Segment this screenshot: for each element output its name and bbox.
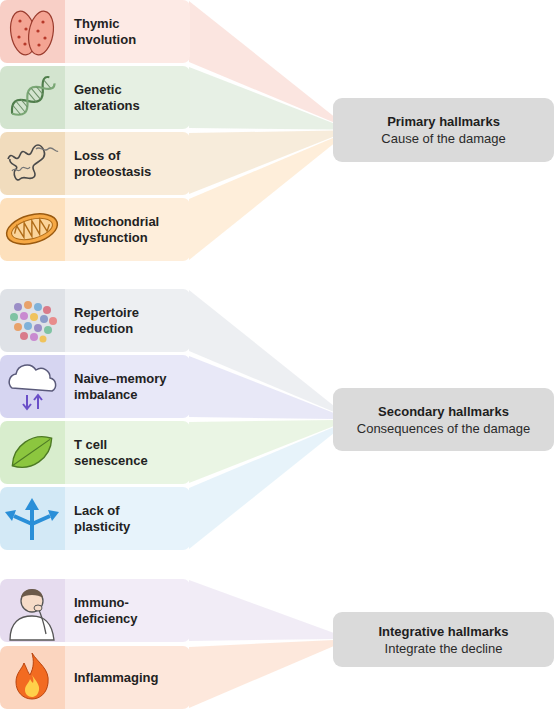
hallmark-box: Inflammaging [0, 646, 190, 709]
category-box: Primary hallmarksCause of the damage [333, 98, 554, 162]
hallmark-box: Repertoire reduction [0, 289, 190, 352]
hallmark-label: Loss of proteostasis [74, 148, 178, 180]
category-title: Secondary hallmarks [378, 403, 509, 420]
fan-connector [189, 640, 334, 708]
hallmark-label: Naive–memory imbalance [74, 371, 178, 403]
category-box: Integrative hallmarksIntegrate the decli… [333, 612, 554, 667]
hallmark-label: T cell senescence [74, 437, 178, 469]
fan-connector [189, 138, 334, 261]
category-subtitle: Cause of the damage [381, 130, 505, 147]
hallmark-label: Thymic involution [74, 16, 178, 48]
hallmark-box: Immuno- deficiency [0, 579, 190, 642]
hallmark-box: Genetic alterations [0, 66, 190, 129]
fan-connector [189, 67, 334, 130]
hallmark-label: Genetic alterations [74, 82, 178, 114]
hallmark-label: Mitochondrial dysfunction [74, 214, 178, 246]
category-title: Integrative hallmarks [378, 623, 508, 640]
category-box: Secondary hallmarksConsequences of the d… [333, 388, 554, 451]
hallmark-label: Inflammaging [74, 670, 178, 686]
hallmark-box: Lack of plasticity [0, 487, 190, 550]
category-subtitle: Integrate the decline [385, 640, 503, 657]
fan-connector [189, 580, 334, 641]
fan-connector [189, 356, 334, 419]
hallmark-label: Repertoire reduction [74, 305, 178, 337]
hallmark-box: T cell senescence [0, 421, 190, 484]
category-subtitle: Consequences of the damage [357, 420, 530, 437]
hallmark-box: Loss of proteostasis [0, 132, 190, 195]
hallmark-box: Mitochondrial dysfunction [0, 198, 190, 261]
hallmark-box: Naive–memory imbalance [0, 355, 190, 418]
hallmark-label: Lack of plasticity [74, 503, 178, 535]
hallmark-box: Thymic involution [0, 0, 190, 63]
category-title: Primary hallmarks [387, 113, 500, 130]
fan-connector [189, 427, 334, 549]
hallmark-label: Immuno- deficiency [74, 595, 178, 627]
